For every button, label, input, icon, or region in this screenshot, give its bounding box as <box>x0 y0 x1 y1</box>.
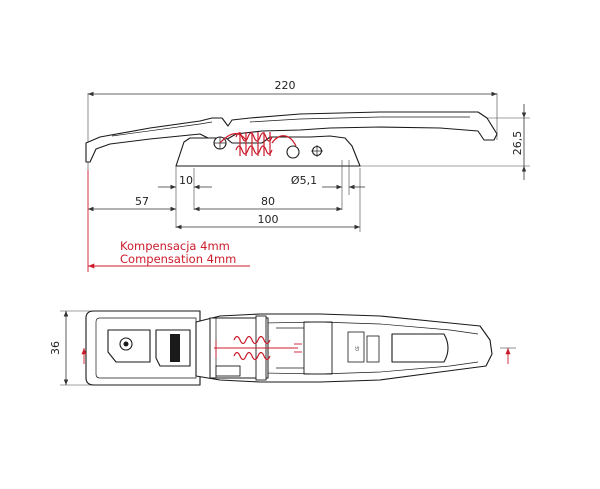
dim-100-label: 100 <box>258 213 279 226</box>
dim-10-label: 10 <box>179 174 193 187</box>
compensation-label-en: Compensation 4mm <box>120 252 236 266</box>
side-view: 220 26,5 <box>85 79 530 272</box>
dimension-overall-length: 220 <box>87 79 498 170</box>
dimension-100: 100 <box>176 168 361 232</box>
lever-top <box>195 313 493 383</box>
dimension-57: 57 <box>88 195 176 212</box>
lever-handle <box>85 111 498 163</box>
height-label: 26,5 <box>511 131 524 156</box>
dimension-hole-diameter: Ø5,1 <box>291 160 365 210</box>
svg-text:CE: CE <box>355 346 360 351</box>
top-view: 36 CE <box>49 310 516 386</box>
compensation-note: Kompensacja 4mm Compensation 4mm <box>87 170 250 272</box>
dimension-height: 26,5 <box>360 104 530 180</box>
spring-side <box>219 132 297 156</box>
width-label: 36 <box>49 341 62 355</box>
compensation-label-pl: Kompensacja 4mm <box>120 239 230 253</box>
pivot-hole-right <box>286 145 300 159</box>
dim-80-label: 80 <box>261 195 275 208</box>
dim-57-label: 57 <box>135 195 149 208</box>
spring-top <box>214 335 302 361</box>
hole-diameter-label: Ø5,1 <box>291 174 317 187</box>
overall-length-label: 220 <box>275 79 296 92</box>
dimension-width: 36 <box>49 310 96 386</box>
dimension-10: 10 <box>158 166 212 228</box>
dimension-80: 80 <box>194 195 342 212</box>
